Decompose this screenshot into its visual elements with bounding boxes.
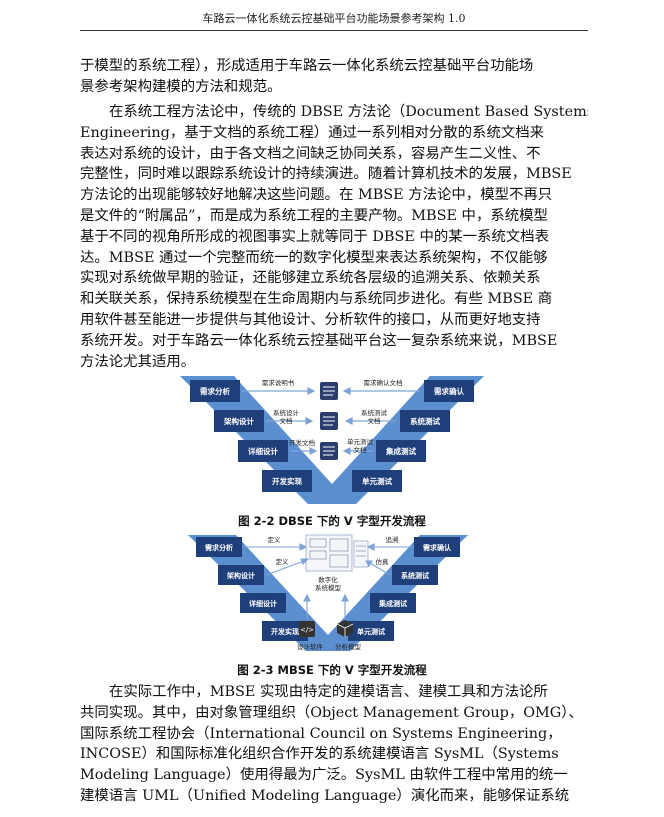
text-line: 达。MBSE 通过一个完整而统一的数字化模型来表达系统架构，不仅能够	[80, 249, 548, 266]
figure-caption: 图 2-2 DBSE 下的 V 字型开发流程	[238, 514, 426, 528]
doc-label: 文档	[368, 416, 381, 425]
doc-icons	[320, 382, 338, 460]
doc-label: 需求说明书	[262, 378, 295, 387]
model-labels: 定义 追溯 定义 仿真 数字化 系统模型 设计软件 分析模型	[268, 535, 399, 651]
left-step-4: 开发实现	[262, 470, 312, 492]
right-step-2: 系统测试	[392, 565, 438, 585]
right-step-3: 集成测试	[376, 440, 426, 462]
left-step-2: 架构设计	[218, 565, 264, 585]
paragraph-1: 于模型的系统工程），形成适用于车路云一体化系统云控基础平台功能场 景参考架构建模…	[80, 56, 588, 98]
text-line: Modeling Language）使用得最为广泛。SysML 由软件工程中常用…	[80, 767, 568, 784]
flow-label: 定义	[276, 557, 290, 566]
left-step-2: 架构设计	[214, 410, 264, 432]
step-label: 开发实现	[272, 476, 302, 486]
svg-text:</>: </>	[300, 626, 314, 634]
doc-labels: 需求说明书 需求确认文档 系统设计 文档 系统测试 文档 开发文档 单元测试 文…	[262, 378, 403, 454]
header-rule	[80, 30, 588, 31]
text-line: 景参考架构建模的方法和规范。	[80, 78, 282, 95]
left-step-1: 需求分析	[190, 380, 240, 402]
doc-label: 文档	[280, 416, 293, 425]
text-line: 国际系统工程协会（International Council on System…	[80, 725, 562, 742]
right-step-1: 需求确认	[424, 380, 474, 402]
dbse-v-diagram: 需求分析 架构设计 详细设计 开发实现 需求确认 系统测试 集成测试 单元测试	[180, 376, 484, 504]
text-line: 共同实现。其中，由对象管理组织（Object Management Group，…	[80, 704, 583, 721]
paragraph-3: 在实际工作中，MBSE 实现由特定的建模语言、建模工具和方法论所 共同实现。其中…	[80, 682, 588, 807]
page-header: 车路云一体化系统云控基础平台功能场景参考架构 1.0	[202, 12, 466, 25]
flow-label: 追溯	[386, 535, 399, 544]
text-line: 用软件甚至能进一步提供与其他设计、分析软件的接口，从而更好地支持	[80, 311, 541, 328]
text-line: 于模型的系统工程），形成适用于车路云一体化系统云控基础平台功能场	[80, 58, 534, 74]
step-label: 单元测试	[362, 476, 392, 486]
step-label: 系统测试	[401, 571, 429, 580]
step-label: 集成测试	[385, 446, 416, 456]
doc-label: 系统设计	[273, 408, 300, 417]
v-band	[188, 535, 468, 651]
flow-label: 数字化	[318, 575, 338, 584]
step-label: 系统测试	[410, 416, 440, 426]
step-label: 需求确认	[423, 543, 452, 552]
digital-model-panel	[305, 534, 369, 572]
text-line: Engineering，基于文档的系统工程）通过一系列相对分散的系统文档来	[80, 124, 545, 141]
doc-label: 单元测试	[347, 437, 374, 446]
flow-label: 仿真	[376, 557, 390, 566]
left-step-1: 需求分析	[196, 537, 242, 557]
text-line: 是文件的“附属品”，而是成为系统工程的主要产物。MBSE 中，系统模型	[80, 207, 548, 224]
text-line: 表达对系统的设计，由于各文档之间缺乏协同关系，容易产生二义性、不	[80, 145, 541, 162]
text-line: 基于不同的视角所形成的视图事实上就等同于 DBSE 中的某一系统文档表	[80, 228, 549, 245]
code-icon: </>	[299, 621, 315, 637]
doc-label: 系统测试	[361, 408, 388, 417]
step-label: 集成测试	[378, 599, 407, 608]
step-label: 详细设计	[248, 446, 278, 456]
figure-caption: 图 2-3 MBSE 下的 V 字型开发流程	[237, 663, 427, 677]
text-line: 在实际工作中，MBSE 实现由特定的建模语言、建模工具和方法论所	[109, 684, 548, 700]
doc-arrows	[242, 387, 420, 455]
flow-label: 定义	[268, 535, 282, 544]
step-label: 需求分析	[205, 543, 233, 552]
flow-label: 分析模型	[335, 642, 362, 651]
left-step-3: 详细设计	[238, 440, 288, 462]
right-step-4: 单元测试	[352, 470, 402, 492]
cube-icon	[336, 620, 354, 637]
step-label: 单元测试	[357, 627, 385, 636]
text-line: 方法论尤其适用。	[80, 353, 196, 370]
left-step-3: 详细设计	[240, 593, 286, 613]
text-line: 在系统工程方法论中，传统的 DBSE 方法论（Document Based Sy…	[109, 104, 588, 120]
left-step-4: 开发实现	[262, 621, 308, 641]
doc-label: 开发文档	[289, 438, 315, 447]
text-line: 方法论的出现能够较好地解决这些问题。在 MBSE 方法论中，模型不再只	[80, 187, 553, 204]
flow-label: 系统模型	[315, 583, 342, 592]
document-icon	[320, 442, 338, 460]
right-step-3: 集成测试	[370, 593, 416, 613]
flow-label: 设计软件	[297, 642, 324, 651]
step-label: 开发实现	[271, 627, 299, 636]
document-icon	[320, 382, 338, 400]
model-arrows	[244, 543, 412, 619]
right-step-1: 需求确认	[414, 537, 460, 557]
step-label: 需求分析	[200, 386, 230, 396]
v-band	[180, 376, 484, 504]
paragraph-2: 在系统工程方法论中，传统的 DBSE 方法论（Document Based Sy…	[80, 102, 588, 372]
right-step-4: 单元测试	[348, 621, 394, 641]
text-line: 和关联关系，保持系统模型在生命周期内与系统同步进化。有些 MBSE 商	[80, 291, 553, 308]
step-label: 架构设计	[223, 416, 254, 426]
text-line: 完整性，同时难以跟踪系统设计的持续演进。随着计算机技术的发展，MBSE	[80, 166, 572, 183]
step-label: 架构设计	[226, 571, 255, 580]
step-label: 需求确认	[434, 386, 464, 396]
text-line: 建模语言 UML（Unified Modeling Language）演化而来，…	[80, 787, 570, 804]
text-line: INCOSE）和国际标准化组织合作开发的系统建模语言 SysML（Systems	[80, 746, 559, 763]
mbse-v-diagram: 需求分析 架构设计 详细设计 开发实现 需求确认 系统测试 集成测试 单元测试	[188, 534, 468, 651]
right-step-2: 系统测试	[400, 410, 450, 432]
doc-label: 需求确认文档	[364, 378, 403, 387]
document-icon	[320, 412, 338, 430]
text-line: 实现对系统做早期的验证，还能够建立系统各层级的追溯关系、依赖关系	[80, 270, 541, 287]
step-label: 详细设计	[249, 599, 277, 608]
doc-label: 文档	[354, 445, 367, 454]
text-line: 系统开发。对于车路云一体化系统云控基础平台这一复杂系统来说，MBSE	[80, 332, 558, 349]
